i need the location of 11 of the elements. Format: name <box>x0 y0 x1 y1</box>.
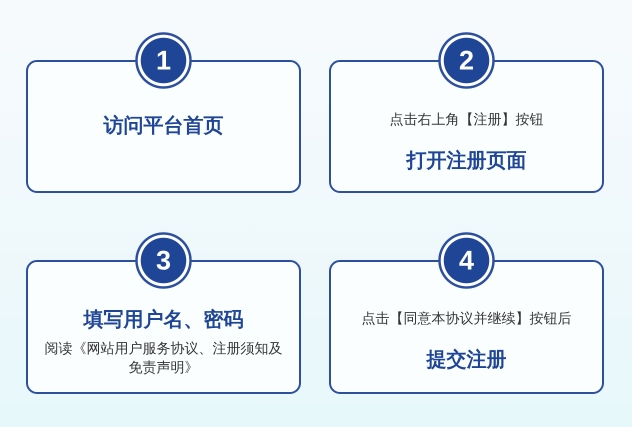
instruction-text: 点击【同意本协议并继续】按钮后 <box>362 310 572 329</box>
step-title: 填写用户名、密码 <box>84 306 244 332</box>
instruction-text: 阅读《网站用户服务协议、注册须知及免责声明》 <box>44 340 284 378</box>
step-number: 1 <box>156 44 172 75</box>
step-title: 访问平台首页 <box>104 112 224 138</box>
instruction-text: 点击右上角【注册】按钮 <box>390 111 544 130</box>
step-number: 3 <box>156 244 172 275</box>
step-number: 2 <box>458 44 474 75</box>
step-title: 打开注册页面 <box>406 147 526 173</box>
step-number: 4 <box>458 244 474 275</box>
step-title: 提交注册 <box>426 346 506 372</box>
